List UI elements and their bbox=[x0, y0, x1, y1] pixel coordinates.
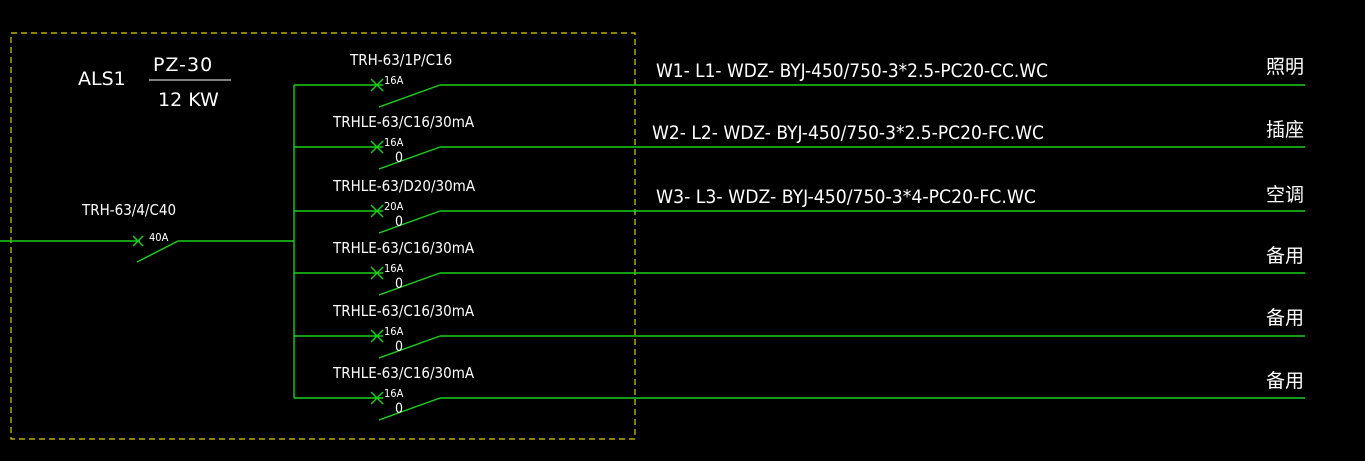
outgoing-circuits: TRH-63/1P/C16 16A W1- L1- WDZ- BYJ-450/750… bbox=[294, 51, 1305, 421]
breaker-rating: 16A bbox=[384, 387, 404, 400]
breaker-rating: 16A bbox=[384, 74, 404, 87]
circuit-row: TRH-63/1P/C16 16A W1- L1- WDZ- BYJ-450/750… bbox=[294, 51, 1305, 108]
rcd-marker: 0 bbox=[395, 401, 403, 417]
cable-spec: W1- L1- WDZ- BYJ-450/750-3*2.5-PC20-CC.W… bbox=[656, 60, 1048, 82]
panel-power: 12 KW bbox=[158, 89, 219, 111]
rcd-marker: 0 bbox=[395, 339, 403, 355]
breaker-rating: 20A bbox=[384, 200, 404, 213]
breaker-cross-icon bbox=[370, 204, 384, 218]
breaker-rating: 16A bbox=[384, 136, 404, 149]
breaker-contact bbox=[378, 146, 441, 170]
cable-spec: W3- L3- WDZ- BYJ-450/750-3*4-PC20-FC.WC bbox=[656, 186, 1036, 208]
load-name: 空调 bbox=[1266, 184, 1304, 206]
breaker-label: TRHLE-63/C16/30mA bbox=[332, 364, 475, 382]
load-name: 备用 bbox=[1266, 245, 1304, 267]
breaker-contact bbox=[378, 335, 441, 359]
incoming-breaker-contact bbox=[136, 240, 179, 263]
load-name: 照明 bbox=[1266, 56, 1304, 78]
incoming-breaker-label: TRH-63/4/C40 bbox=[81, 201, 176, 219]
rcd-marker: 0 bbox=[395, 150, 403, 166]
rcd-marker: 0 bbox=[395, 214, 403, 230]
breaker-label: TRH-63/1P/C16 bbox=[349, 51, 452, 69]
panel-enclosure-frame bbox=[10, 32, 636, 440]
breaker-label: TRHLE-63/C16/30mA bbox=[332, 302, 475, 320]
breaker-label: TRHLE-63/D20/30mA bbox=[332, 177, 476, 195]
breaker-rating: 16A bbox=[384, 262, 404, 275]
incoming-breaker-rating: 40A bbox=[149, 231, 169, 244]
incoming-breaker-cross bbox=[132, 235, 144, 247]
breaker-label: TRHLE-63/C16/30mA bbox=[332, 239, 475, 257]
cable-spec: W2- L2- WDZ- BYJ-450/750-3*2.5-PC20-FC.W… bbox=[652, 122, 1044, 144]
panel-id: ALS1 bbox=[78, 68, 126, 90]
breaker-contact bbox=[378, 210, 441, 234]
load-name: 插座 bbox=[1266, 119, 1304, 141]
panel-model: PZ-30 bbox=[153, 54, 213, 76]
breaker-cross-icon bbox=[370, 78, 384, 92]
load-name: 备用 bbox=[1266, 307, 1304, 329]
breaker-cross-icon bbox=[370, 329, 384, 343]
breaker-rating: 16A bbox=[384, 325, 404, 338]
breaker-cross-icon bbox=[370, 266, 384, 280]
breaker-label: TRHLE-63/C16/30mA bbox=[332, 113, 475, 131]
breaker-contact bbox=[378, 397, 441, 421]
breaker-cross-icon bbox=[370, 391, 384, 405]
breaker-contact bbox=[378, 84, 441, 108]
breaker-cross-icon bbox=[370, 140, 384, 154]
rcd-marker: 0 bbox=[395, 276, 403, 292]
load-name: 备用 bbox=[1266, 370, 1304, 392]
breaker-contact bbox=[378, 272, 441, 296]
